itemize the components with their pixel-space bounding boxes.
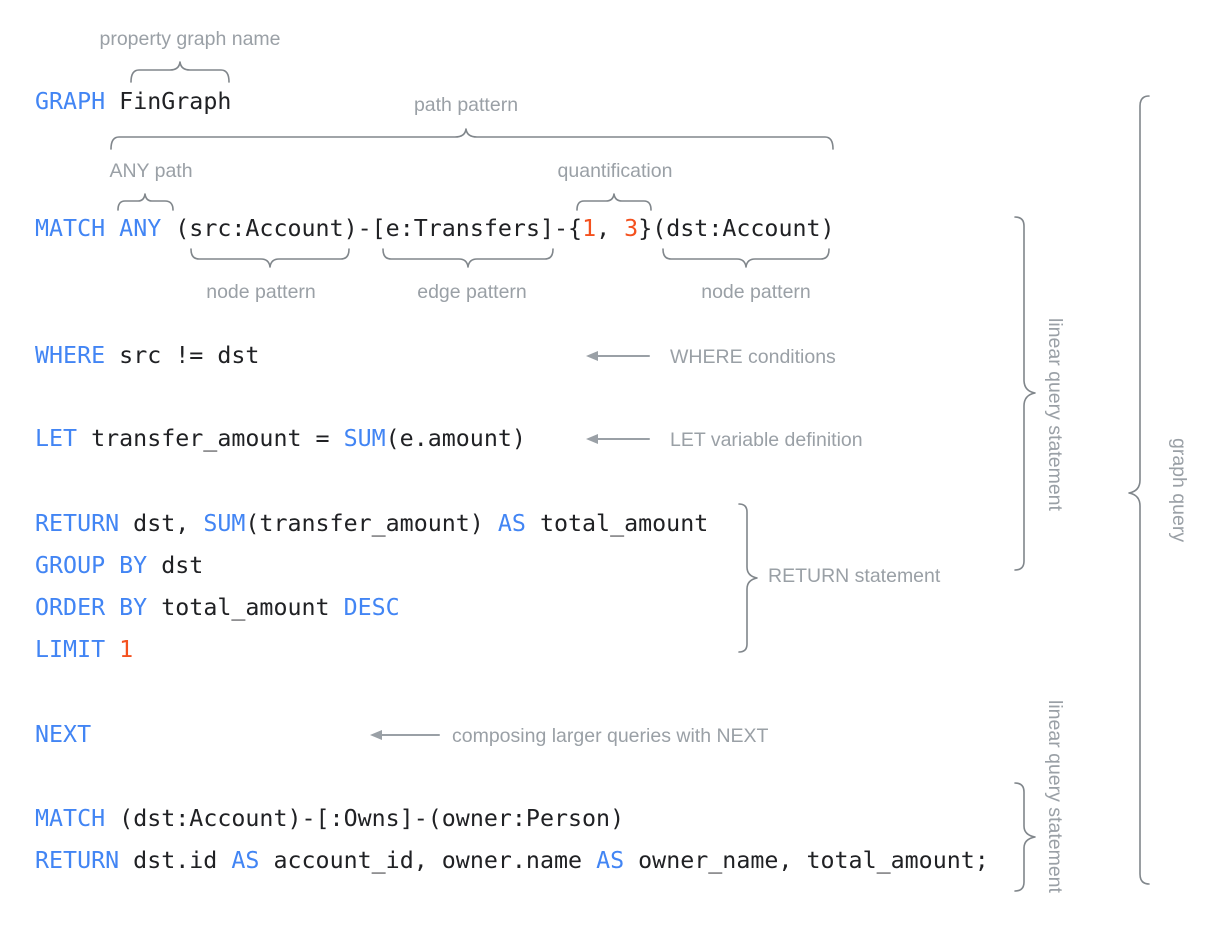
let-variable: transfer_amount = (77, 425, 344, 452)
edge-pattern-transfers: [e:Transfers] (371, 215, 554, 242)
order-by-expression: total_amount (147, 594, 344, 621)
return-cols-a: dst, (119, 510, 204, 537)
annotation-node-pattern-right: node pattern (701, 281, 811, 303)
arrow-where-conditions (586, 351, 650, 361)
keyword-match-2: MATCH (35, 805, 106, 832)
annotation-edge-pattern: edge pattern (417, 281, 527, 303)
keyword-return-2: RETURN (35, 847, 120, 874)
annotation-where-conditions: WHERE conditions (670, 346, 836, 368)
annotation-any-path: ANY path (109, 160, 193, 182)
keyword-desc: DESC (343, 594, 400, 621)
arrow-let-variable-definition (586, 434, 650, 444)
brace-property-graph-name (130, 61, 230, 83)
code-line-limit: LIMIT 1 (35, 638, 133, 661)
keyword-graph: GRAPH (35, 88, 106, 115)
return-cols-b: (transfer_amount) (245, 510, 498, 537)
node-pattern-src: (src:Account) (175, 215, 358, 242)
code-line-match: MATCH ANY (src:Account)-[e:Transfers]-{1… (35, 217, 835, 240)
brace-edge-pattern (382, 248, 554, 268)
quantifier-open-brace: { (568, 215, 583, 242)
keyword-where: WHERE (35, 342, 106, 369)
brace-node-pattern-left (190, 248, 350, 268)
keyword-as-2: AS (596, 847, 625, 874)
return-2-b: account_id, owner.name (259, 847, 597, 874)
return-cols-c: total_amount (525, 510, 709, 537)
annotation-property-graph-name: property graph name (99, 28, 281, 50)
quantifier-comma: , (596, 215, 611, 242)
code-line-where: WHERE src != dst (35, 344, 259, 367)
match-2-pattern: (dst:Account)-[:Owns]-(owner:Person) (105, 805, 625, 832)
return-2-a: dst.id (119, 847, 232, 874)
annotation-linear-query-statement-2: linear query statement (1044, 700, 1066, 893)
dash-1: - (357, 215, 372, 242)
brace-any-path (117, 193, 174, 211)
annotation-quantification: quantification (557, 160, 673, 182)
keyword-limit: LIMIT (35, 636, 106, 663)
quantifier-min: 1 (582, 215, 597, 242)
code-line-group-by: GROUP BY dst (35, 554, 203, 577)
brace-path-pattern (110, 128, 834, 150)
arrow-composing-with-next (370, 730, 440, 740)
brace-return-statement (738, 503, 758, 653)
keyword-return: RETURN (35, 510, 120, 537)
annotation-let-variable-definition: LET variable definition (670, 429, 863, 451)
keyword-sum-let: SUM (343, 425, 386, 452)
code-line-order-by: ORDER BY total_amount DESC (35, 596, 400, 619)
brace-graph-query (1128, 95, 1150, 885)
code-line-next: NEXT (35, 723, 91, 746)
keyword-as-1: AS (231, 847, 260, 874)
brace-node-pattern-right (662, 248, 830, 268)
quantifier-close-brace: } (638, 215, 653, 242)
brace-quantification (576, 193, 652, 211)
keyword-group-by: GROUP BY (35, 552, 148, 579)
limit-value: 1 (119, 636, 134, 663)
let-sum-args: (e.amount) (385, 425, 526, 452)
keyword-match: MATCH (35, 215, 106, 242)
annotation-linear-query-statement-1: linear query statement (1044, 318, 1066, 511)
graph-name-value: FinGraph (105, 88, 232, 115)
dash-2: - (554, 215, 569, 242)
node-pattern-dst: (dst:Account) (652, 215, 835, 242)
brace-linear-query-statement-2 (1014, 782, 1036, 892)
quantifier-max: 3 (624, 215, 639, 242)
brace-linear-query-statement-1 (1014, 216, 1036, 571)
annotation-return-statement: RETURN statement (768, 565, 941, 587)
keyword-order-by: ORDER BY (35, 594, 148, 621)
code-line-graph: GRAPH FinGraph (35, 90, 231, 113)
code-line-match-2: MATCH (dst:Account)-[:Owns]-(owner:Perso… (35, 807, 624, 830)
keyword-next: NEXT (35, 721, 92, 748)
keyword-any: ANY (119, 215, 162, 242)
annotation-graph-query: graph query (1168, 438, 1190, 543)
where-expression: src != dst (105, 342, 260, 369)
keyword-sum-return: SUM (203, 510, 246, 537)
annotation-node-pattern-left: node pattern (206, 281, 316, 303)
annotation-composing-with-next: composing larger queries with NEXT (452, 725, 769, 747)
code-line-return-2: RETURN dst.id AS account_id, owner.name … (35, 849, 989, 872)
keyword-as: AS (497, 510, 526, 537)
code-line-let: LET transfer_amount = SUM(e.amount) (35, 427, 526, 450)
group-by-expression: dst (147, 552, 204, 579)
return-2-c: owner_name, total_amount; (624, 847, 989, 874)
code-line-return-1: RETURN dst, SUM(transfer_amount) AS tota… (35, 512, 708, 535)
annotation-path-pattern: path pattern (413, 94, 519, 116)
keyword-let: LET (35, 425, 78, 452)
